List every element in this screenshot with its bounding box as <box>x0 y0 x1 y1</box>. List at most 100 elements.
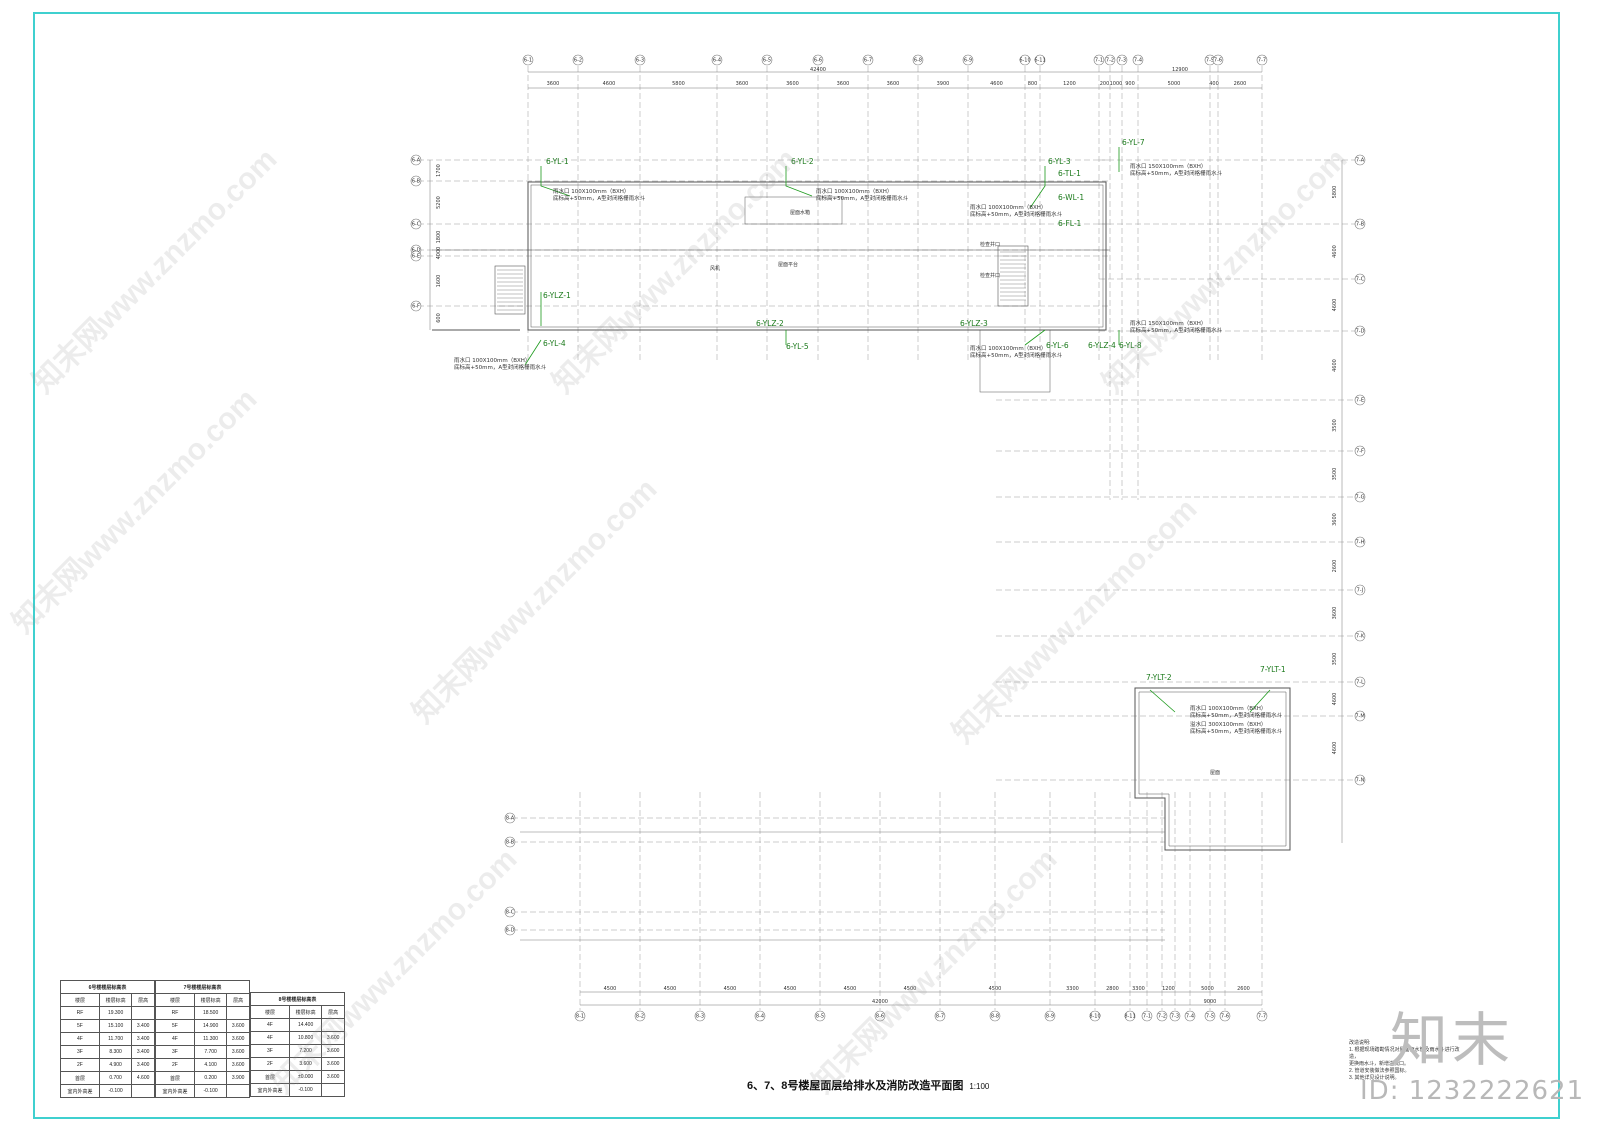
dimension-label: 3600 <box>547 81 560 87</box>
dimension-label: 1200 <box>1162 986 1175 992</box>
drawing-title-text: 6、7、8号楼屋面层给排水及消防改造平面图 <box>747 1080 964 1092</box>
table-cell <box>226 1084 250 1098</box>
room-label: 屋面平台 <box>778 261 798 268</box>
notes-line: 更换雨水斗，新增溢流口。 <box>1349 1061 1410 1067</box>
table-cell: 11.700 <box>98 1032 133 1046</box>
svg-text:8-3: 8-3 <box>696 1014 704 1020</box>
table-cell <box>321 1083 345 1097</box>
axis-bubble: 7-4 <box>1132 54 1144 66</box>
axis-bubble: 6-11 <box>1034 54 1046 66</box>
dimension-label: 3600 <box>887 81 900 87</box>
table-cell: 0.700 <box>98 1071 133 1085</box>
axis-bubble: 8-C <box>504 906 516 918</box>
svg-text:7-4: 7-4 <box>1134 58 1142 64</box>
dimension-label: 4600 <box>1332 742 1338 755</box>
dimension-label: 800 <box>1028 81 1038 87</box>
svg-text:6-B: 6-B <box>412 179 421 185</box>
pipe-tag: 6-FL-1 <box>1058 219 1082 228</box>
axis-bubble: 6-6 <box>812 54 824 66</box>
axis-bubble: 7-1 <box>1141 1010 1153 1022</box>
dimension-label: 4500 <box>844 986 857 992</box>
svg-text:7-2: 7-2 <box>1158 1014 1166 1020</box>
table-cell: 首层 <box>60 1071 100 1085</box>
notes-line: 2. 管道安装做法参照国标。 <box>1349 1068 1410 1074</box>
table-header: 楼层 <box>155 993 195 1007</box>
notes-line: 1. 根据现场踏勘情况对屋面雨水管及雨水斗进行改造， <box>1349 1047 1460 1060</box>
table-header: 层高 <box>226 993 250 1007</box>
dimension-label: 5800 <box>672 81 685 87</box>
pipe-tag: 6-YLZ-3 <box>960 319 988 328</box>
table-cell: 19.300 <box>98 1006 133 1020</box>
dimension-label: 2800 <box>1106 986 1119 992</box>
table-cell: 4F <box>250 1018 290 1032</box>
pipe-tag: 7-YLT-2 <box>1146 673 1172 682</box>
axis-bubble: 7-C <box>1354 273 1366 285</box>
svg-text:7-3: 7-3 <box>1118 58 1126 64</box>
drain-note: 雨水口 100X100mm（BXH） <box>816 187 892 195</box>
axis-bubble: 6-9 <box>962 54 974 66</box>
svg-text:7-3: 7-3 <box>1171 1014 1179 1020</box>
svg-text:6-2: 6-2 <box>574 58 582 64</box>
axis-bubble: 8-6 <box>874 1010 886 1022</box>
table-cell <box>131 1084 155 1098</box>
pipe-tags: 6-YL-1 6-YL-2 6-YL-3 6-TL-1 6-WL-1 6-FL-… <box>543 138 1286 682</box>
table-cell: 3.400 <box>131 1019 155 1033</box>
axis-bubble: 7-5 <box>1204 1010 1216 1022</box>
pipe-tag: 6-YLZ-4 <box>1088 341 1116 350</box>
axis-bubble: 8-9 <box>1044 1010 1056 1022</box>
table-cell: 2F <box>155 1058 195 1072</box>
dimension-label: 42000 <box>872 999 888 1005</box>
drawing-border <box>33 12 1560 1119</box>
axis-bubble: 7-H <box>1354 536 1366 548</box>
axis-bubble: 7-G <box>1354 491 1366 503</box>
svg-text:6-C: 6-C <box>412 222 421 228</box>
dimension-label: 2600 <box>1237 986 1250 992</box>
axis-bubble: 8-7 <box>934 1010 946 1022</box>
dimension-label: 4600 <box>603 81 616 87</box>
axis-bubble: 7-E <box>1354 394 1366 406</box>
axis-bubble: 7-B <box>1354 218 1366 230</box>
axis-bubble: 6-5 <box>761 54 773 66</box>
axis-bubble: 7-L <box>1354 676 1366 688</box>
table-cell: 4F <box>155 1032 195 1046</box>
table-cell: -0.100 <box>288 1083 323 1097</box>
dimension-label: 3600 <box>1332 513 1338 526</box>
dimension-label: 4600 <box>1332 245 1338 258</box>
svg-text:7-D: 7-D <box>1356 329 1365 335</box>
table-row: 室内外高差-0.100 <box>155 1084 250 1098</box>
dimension-label: 42400 <box>810 67 826 73</box>
building-8-outline <box>520 831 1165 941</box>
axis-bubble: 8-1 <box>574 1010 586 1022</box>
table-cell: 3F <box>155 1045 195 1059</box>
pipe-tag: 6-YL-3 <box>1048 157 1071 166</box>
room-label: 检查井口 <box>980 272 1000 279</box>
drain-note: 雨水口 100X100mm（BXH） <box>1190 704 1266 712</box>
table-cell: 4F <box>60 1032 100 1046</box>
axis-bubble: 7-4 <box>1184 1010 1196 1022</box>
table-cell: -0.100 <box>98 1084 133 1098</box>
axis-bubble: 6-B <box>410 175 422 187</box>
svg-text:7-M: 7-M <box>1355 714 1364 720</box>
pipe-tag: 6-YL-5 <box>786 342 809 351</box>
svg-text:7-C: 7-C <box>1356 277 1365 283</box>
svg-text:8-10: 8-10 <box>1089 1014 1100 1020</box>
id-label: ID: 1232222621 <box>1360 1076 1585 1106</box>
svg-text:6-10: 6-10 <box>1019 58 1030 64</box>
dimension-label: 2600 <box>1234 81 1247 87</box>
axis-bubble: 6-A <box>410 154 422 166</box>
dimension-label: 3500 <box>1332 468 1338 481</box>
table-title: 7号楼楼层标高表 <box>155 980 250 994</box>
svg-text:7-5: 7-5 <box>1206 58 1214 64</box>
svg-text:6-5: 6-5 <box>763 58 771 64</box>
dimension-label: 4500 <box>664 986 677 992</box>
drain-note: 底标高+50mm，A型封闭格栅雨水斗 <box>816 194 909 202</box>
svg-text:7-J: 7-J <box>1357 588 1364 594</box>
svg-text:8-2: 8-2 <box>636 1014 644 1020</box>
drain-note: 雨水口 100X100mm（BXH） <box>553 187 629 195</box>
